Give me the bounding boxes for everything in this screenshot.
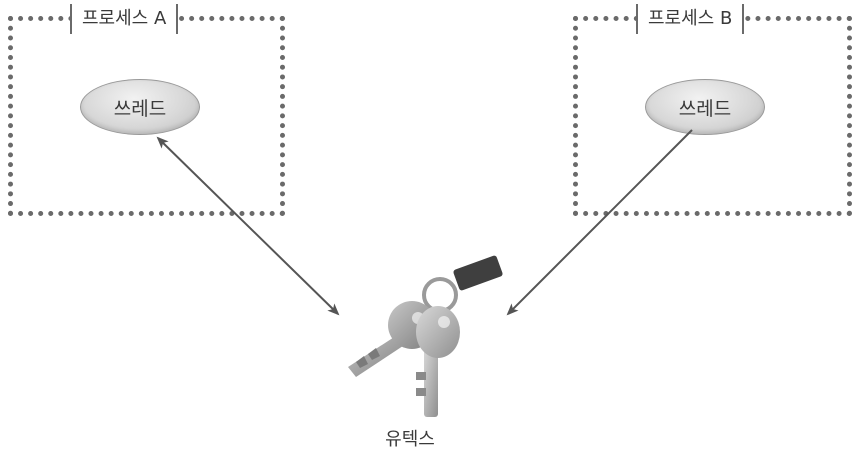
arrow-thread-b-to-mutex [506,129,693,316]
process-a-thread: 쓰레드 [80,79,200,135]
process-b-thread: 쓰레드 [645,79,765,135]
process-b-title: 프로세스 B [636,4,745,34]
keys-icon [348,255,503,417]
process-b-thread-label: 쓰레드 [678,97,732,120]
process-a-title: 프로세스 A [70,4,179,34]
arrow-thread-a-to-mutex [156,136,340,316]
mutex-label: 유텍스 [385,429,435,450]
process-a-thread-label: 쓰레드 [113,97,167,120]
